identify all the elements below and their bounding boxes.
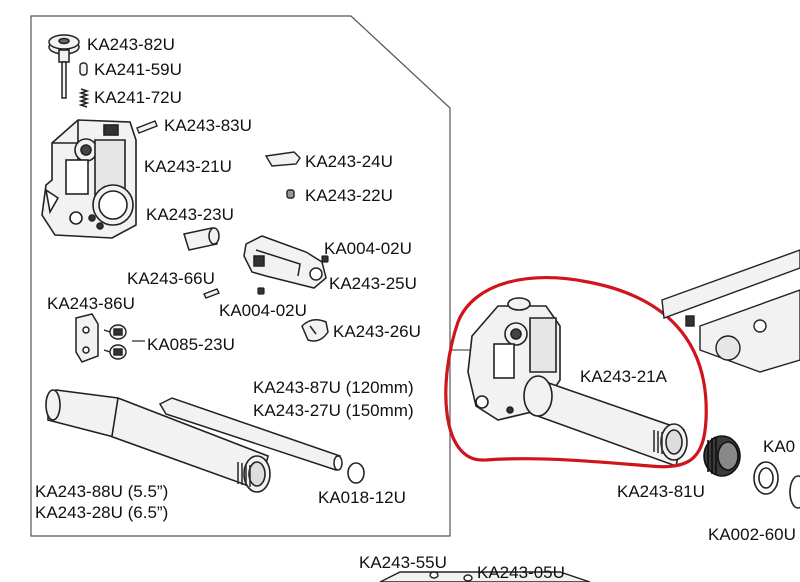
label-ka243-83u: KA243-83U bbox=[164, 116, 252, 135]
label-ka085-23u: KA085-23U bbox=[147, 335, 235, 354]
outer-barrel-part bbox=[45, 389, 271, 493]
label-ka002-60u: KA002-60U bbox=[708, 525, 796, 544]
part-24 bbox=[264, 151, 301, 167]
label-ka243-87u: KA243-87U (120mm) bbox=[253, 378, 414, 397]
spring-part bbox=[78, 88, 90, 108]
knob-part bbox=[48, 34, 80, 99]
label-ka243-05u: KA243-05U bbox=[477, 563, 565, 582]
thread-protector-part bbox=[703, 435, 741, 477]
label-ka243-23u: KA243-23U bbox=[146, 205, 234, 224]
label-ka243-81u: KA243-81U bbox=[617, 482, 705, 501]
label-ka243-21a: KA243-21A bbox=[580, 367, 668, 386]
label-ka243-27u: KA243-27U (150mm) bbox=[253, 401, 414, 420]
red-highlight-loop bbox=[444, 275, 708, 469]
label-ka243-88u: KA243-88U (5.5”) bbox=[35, 482, 168, 501]
washer-parts bbox=[753, 461, 800, 509]
label-ka241-72u: KA241-72U bbox=[94, 88, 182, 107]
part-004-02 bbox=[257, 255, 329, 295]
label-ka004-02u-bottom: KA004-02U bbox=[219, 301, 307, 320]
clip-part-26 bbox=[301, 319, 329, 342]
plate-part-86 bbox=[75, 313, 99, 363]
label-ka243-21u: KA243-21U bbox=[144, 157, 232, 176]
spring-cap-part bbox=[79, 62, 88, 76]
bottom-fragment bbox=[379, 571, 591, 582]
label-ka018-12u: KA018-12U bbox=[318, 488, 406, 507]
screws-part-085 bbox=[103, 324, 145, 360]
inner-barrel-part bbox=[158, 397, 343, 471]
label-ka243-22u: KA243-22U bbox=[305, 186, 393, 205]
label-ka243-24u: KA243-24U bbox=[305, 152, 393, 171]
pin-part-66 bbox=[203, 288, 220, 299]
label-ka243-86u: KA243-86U bbox=[47, 294, 135, 313]
label-ka243-55u: KA243-55U bbox=[359, 553, 447, 572]
label-ka243-28u: KA243-28U (6.5”) bbox=[35, 503, 168, 522]
part-23 bbox=[183, 227, 220, 251]
part-22 bbox=[286, 189, 295, 199]
label-ka241-59u: KA241-59U bbox=[94, 60, 182, 79]
part-labels: KA243-82U KA241-59U KA241-72U KA243-83U … bbox=[35, 35, 796, 582]
label-ka004-02u-top: KA004-02U bbox=[324, 239, 412, 258]
label-ka0-cut: KA0 bbox=[763, 437, 795, 456]
assembled-front-sight bbox=[467, 297, 688, 468]
oring-part bbox=[347, 462, 365, 484]
rifle-rail-fragment bbox=[661, 249, 800, 373]
label-ka243-66u: KA243-66U bbox=[127, 269, 215, 288]
front-sight-block bbox=[41, 119, 137, 239]
pin-part-83 bbox=[136, 120, 158, 134]
label-ka243-25u: KA243-25U bbox=[329, 274, 417, 293]
hop-chamber-part bbox=[243, 235, 327, 289]
label-ka243-26u: KA243-26U bbox=[333, 322, 421, 341]
group-outline bbox=[30, 15, 451, 537]
label-ka243-82u: KA243-82U bbox=[87, 35, 175, 54]
